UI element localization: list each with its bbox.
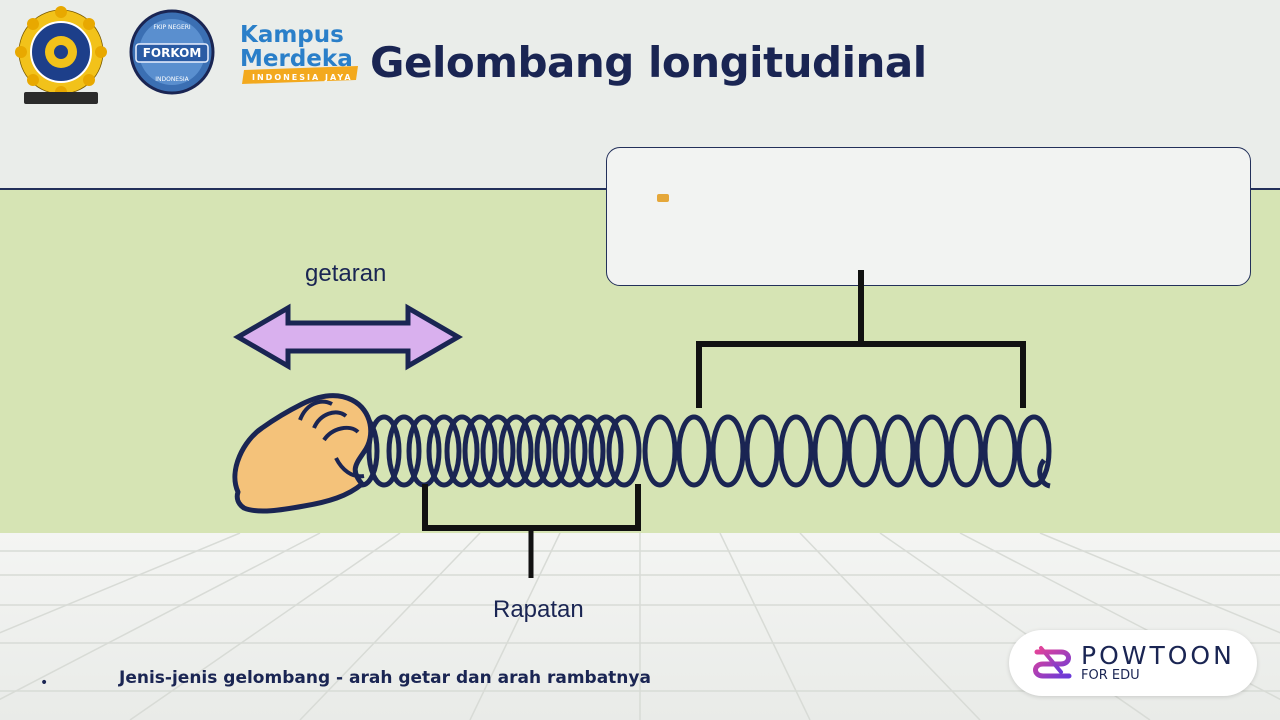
spring-coil (426, 414, 462, 488)
spring-coil (606, 414, 642, 488)
spring-end (1037, 458, 1051, 489)
top-bracket (696, 341, 1026, 408)
footer-caption: Jenis-jenis gelombang - arah getar dan a… (119, 668, 651, 688)
spring-coil (588, 414, 624, 488)
kampus-merdeka-logo: Kampus Merdeka INDONESIA JAYA (238, 18, 362, 90)
powtoon-sub: FOR EDU (1081, 668, 1140, 683)
forkom-logo-text: FORKOM (143, 46, 202, 60)
powtoon-brand: POWTOON (1081, 641, 1235, 670)
spring-coil (744, 414, 780, 488)
spring-coil (880, 414, 916, 488)
powtoon-logo-icon (1033, 646, 1072, 679)
vibration-label: getaran (305, 260, 387, 287)
compression-label: Rapatan (493, 596, 584, 623)
callout-box (606, 147, 1251, 286)
cursor-mark (657, 194, 669, 202)
forkom-logo-bottom: INDONESIA (155, 76, 189, 83)
forkom-logo-top: FKIP NEGERI (153, 24, 191, 31)
spring-coil (914, 414, 950, 488)
spring-coil (778, 414, 814, 488)
spring-coil (812, 414, 848, 488)
kampus-logo-line1: Kampus (240, 22, 344, 48)
spring-coil (982, 414, 1018, 488)
footer-bullet: • (40, 675, 49, 691)
slide-title: Gelombang longitudinal (370, 38, 927, 87)
spring-coils (344, 414, 1052, 489)
spring-coil (1016, 414, 1052, 488)
spring-coil (552, 414, 588, 488)
forkom-logo: FORKOM FKIP NEGERI INDONESIA (128, 9, 216, 99)
spring-coil (444, 414, 480, 488)
spring-coil (386, 414, 422, 488)
spring-coil (642, 414, 678, 488)
spring-coil (462, 414, 498, 488)
spring-coil (570, 414, 606, 488)
spring-coil (498, 414, 534, 488)
spring-coil (676, 414, 712, 488)
spring-coil (846, 414, 882, 488)
spring-coil (710, 414, 746, 488)
university-logo (14, 6, 108, 112)
hand-icon (232, 393, 374, 514)
spring-coil (534, 414, 570, 488)
vibration-double-arrow (233, 303, 463, 371)
spring-coil (516, 414, 552, 488)
powtoon-badge[interactable]: POWTOON FOR EDU (1009, 630, 1257, 696)
spring-coil (948, 414, 984, 488)
spring-coil (366, 414, 402, 488)
spring-coil (480, 414, 516, 488)
kampus-logo-tag: INDONESIA JAYA (252, 73, 353, 82)
bottom-bracket (422, 484, 641, 531)
